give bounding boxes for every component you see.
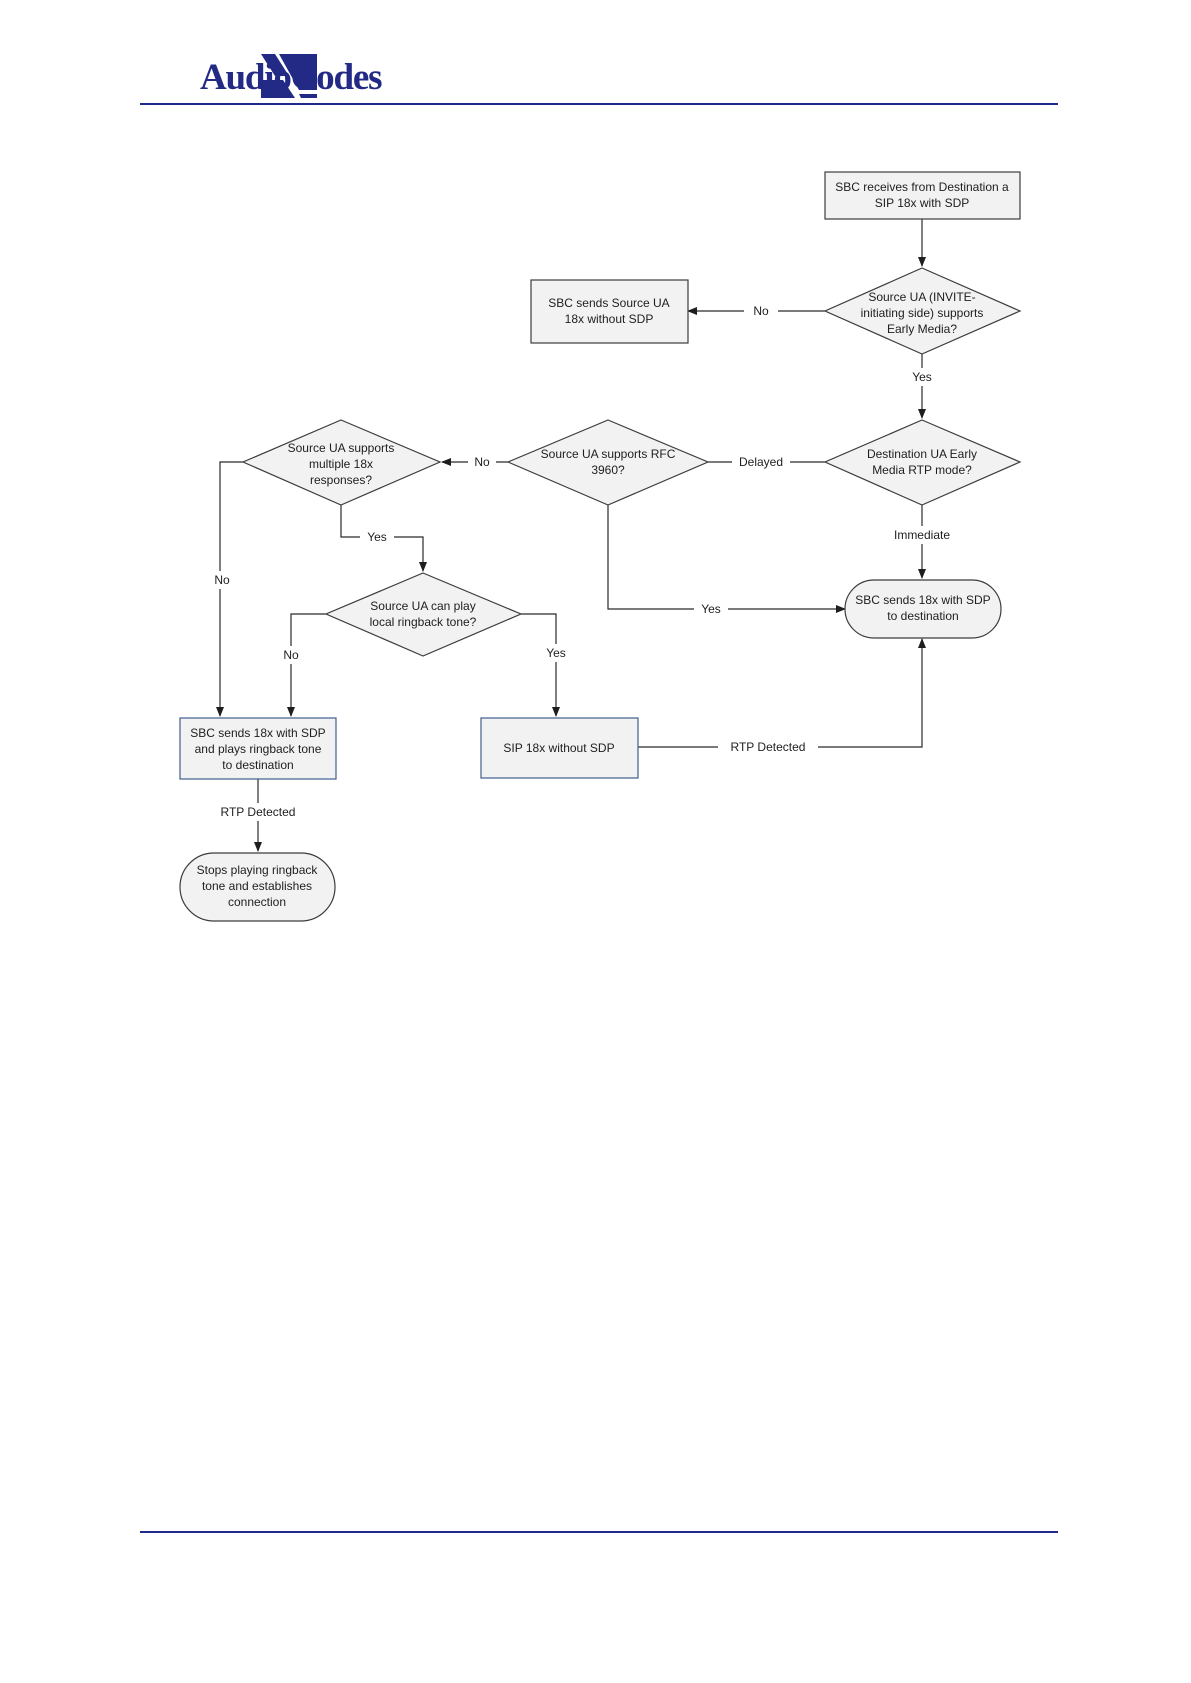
node-text: and plays ringback tone bbox=[195, 742, 322, 756]
edge-label-no-multi: No bbox=[214, 573, 230, 587]
node-text: initiating side) supports bbox=[861, 306, 984, 320]
node-text: Source UA (INVITE- bbox=[868, 290, 975, 304]
node-text: connection bbox=[228, 895, 286, 909]
edge-labels: No Yes Delayed Immediate No Yes Yes No N… bbox=[208, 302, 956, 821]
node-sbc-sends-18x-without-sdp: SBC sends Source UA 18x without SDP bbox=[530, 279, 689, 344]
node-text: Source UA supports RFC bbox=[541, 447, 676, 461]
node-sip-18x-without-sdp: SIP 18x without SDP bbox=[480, 717, 639, 779]
edge-label-no-early: No bbox=[753, 304, 769, 318]
brand-name: AudioCodes bbox=[200, 57, 382, 98]
node-text: SBC sends 18x with SDP bbox=[855, 593, 990, 607]
node-text: local ringback tone? bbox=[370, 615, 477, 629]
edge-label-rtp-detected-right: RTP Detected bbox=[731, 740, 806, 754]
edge-n8-n10 bbox=[521, 613, 560, 717]
node-text: 3960? bbox=[591, 463, 625, 477]
node-destination-rtp-mode: Destination UA Early Media RTP mode? bbox=[823, 419, 1022, 506]
edge-label-yes-multi: Yes bbox=[367, 530, 387, 544]
node-sbc-sends-18x-with-sdp: SBC sends 18x with SDP to destination bbox=[844, 579, 1002, 639]
flowchart: No Yes Delayed Immediate No Yes Yes No N… bbox=[179, 171, 1022, 922]
node-sbc-plays-ringback: SBC sends 18x with SDP and plays ringbac… bbox=[179, 717, 337, 780]
node-text: to destination bbox=[887, 609, 958, 623]
node-text: SBC sends 18x with SDP bbox=[190, 726, 325, 740]
node-text: Media RTP mode? bbox=[872, 463, 972, 477]
node-text: Source UA supports bbox=[288, 441, 395, 455]
node-text: SIP 18x with SDP bbox=[875, 196, 970, 210]
node-text: Early Media? bbox=[887, 322, 957, 336]
node-text: 18x without SDP bbox=[565, 312, 654, 326]
node-rfc-3960-support: Source UA supports RFC 3960? bbox=[506, 419, 710, 506]
node-early-media-support: Source UA (INVITE- initiating side) supp… bbox=[823, 267, 1022, 355]
edge-n5-n7 bbox=[607, 505, 846, 613]
edge-n8-n9 bbox=[287, 613, 326, 717]
node-text: Stops playing ringback bbox=[197, 863, 319, 877]
node-sbc-receives-18x: SBC receives from Destination a SIP 18x … bbox=[824, 171, 1021, 220]
edge-label-no-rfc: No bbox=[474, 455, 490, 469]
edge-label-immediate: Immediate bbox=[894, 528, 950, 542]
node-text: SIP 18x without SDP bbox=[503, 741, 614, 755]
edge-n6-n9 bbox=[216, 461, 243, 717]
edge-n10-n7 bbox=[638, 638, 926, 748]
node-text: SBC sends Source UA bbox=[548, 296, 669, 310]
edge-label-rtp-detected-left: RTP Detected bbox=[221, 805, 296, 819]
node-stops-ringback: Stops playing ringback tone and establis… bbox=[179, 852, 336, 922]
node-text: multiple 18x bbox=[309, 457, 373, 471]
node-text: SBC receives from Destination a bbox=[835, 180, 1009, 194]
edge-label-no-ringback: No bbox=[283, 648, 299, 662]
edge-label-yes-ringback: Yes bbox=[546, 646, 566, 660]
edge-label-yes-rfc: Yes bbox=[701, 602, 721, 616]
node-local-ringback-tone: Source UA can play local ringback tone? bbox=[324, 572, 523, 657]
node-text: responses? bbox=[310, 473, 372, 487]
edge-label-delayed: Delayed bbox=[739, 455, 783, 469]
node-text: tone and establishes bbox=[202, 879, 312, 893]
node-text: to destination bbox=[222, 758, 293, 772]
node-text: Destination UA Early bbox=[867, 447, 977, 461]
header-rule bbox=[140, 103, 1058, 105]
footer-rule bbox=[140, 1531, 1058, 1533]
node-multiple-18x-support: Source UA supports multiple 18x response… bbox=[241, 419, 442, 506]
node-text: Source UA can play bbox=[370, 599, 475, 613]
audiocodes-logo-icon bbox=[261, 54, 317, 98]
edge-label-yes-early: Yes bbox=[912, 370, 932, 384]
